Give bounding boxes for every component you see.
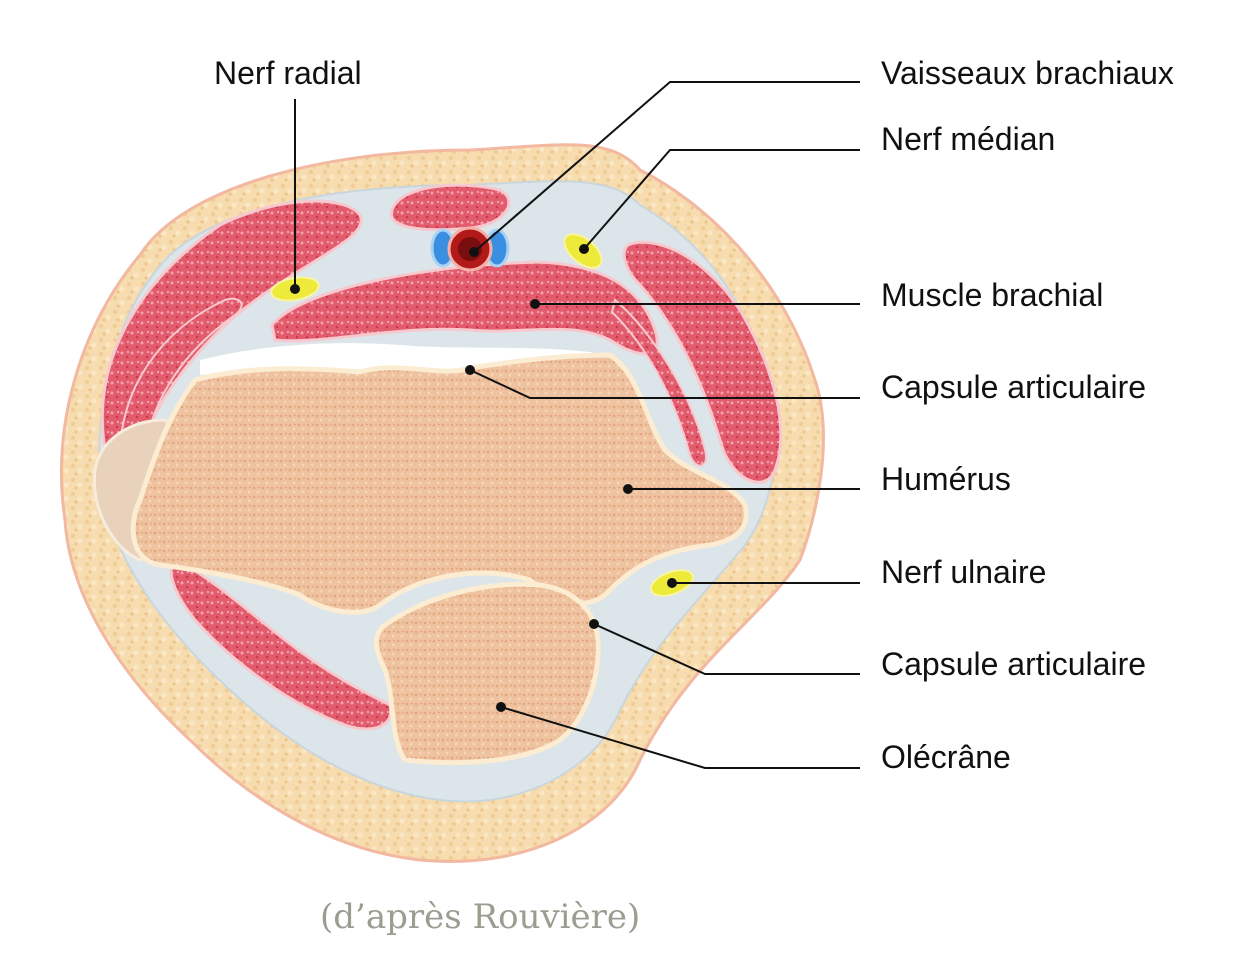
- label-humerus: Humérus: [881, 461, 1011, 497]
- olecranon-bone: [373, 581, 601, 766]
- muscle-anconeus: [169, 558, 393, 731]
- label-capsule-articulaire-upper: Capsule articulaire: [881, 369, 1146, 405]
- muscle-medial-right: [622, 240, 783, 484]
- label-nerf-radial: Nerf radial: [214, 55, 362, 91]
- muscle-medial-strip: [610, 298, 707, 467]
- source-credit: (d’après Rouvière): [320, 897, 640, 937]
- label-olecrane: Olécrâne: [881, 739, 1011, 775]
- leader-lines: [290, 81, 860, 769]
- label-muscle-brachial: Muscle brachial: [881, 277, 1103, 313]
- label-capsule-articulaire-lower: Capsule articulaire: [881, 646, 1146, 682]
- label-nerf-median: Nerf médian: [881, 121, 1055, 157]
- label-nerf-ulnaire: Nerf ulnaire: [881, 554, 1046, 590]
- label-vaisseaux-brachiaux: Vaisseaux brachiaux: [881, 55, 1174, 91]
- muscle-biceps-top: [389, 183, 511, 232]
- muscle-lateral-strip: [118, 297, 243, 456]
